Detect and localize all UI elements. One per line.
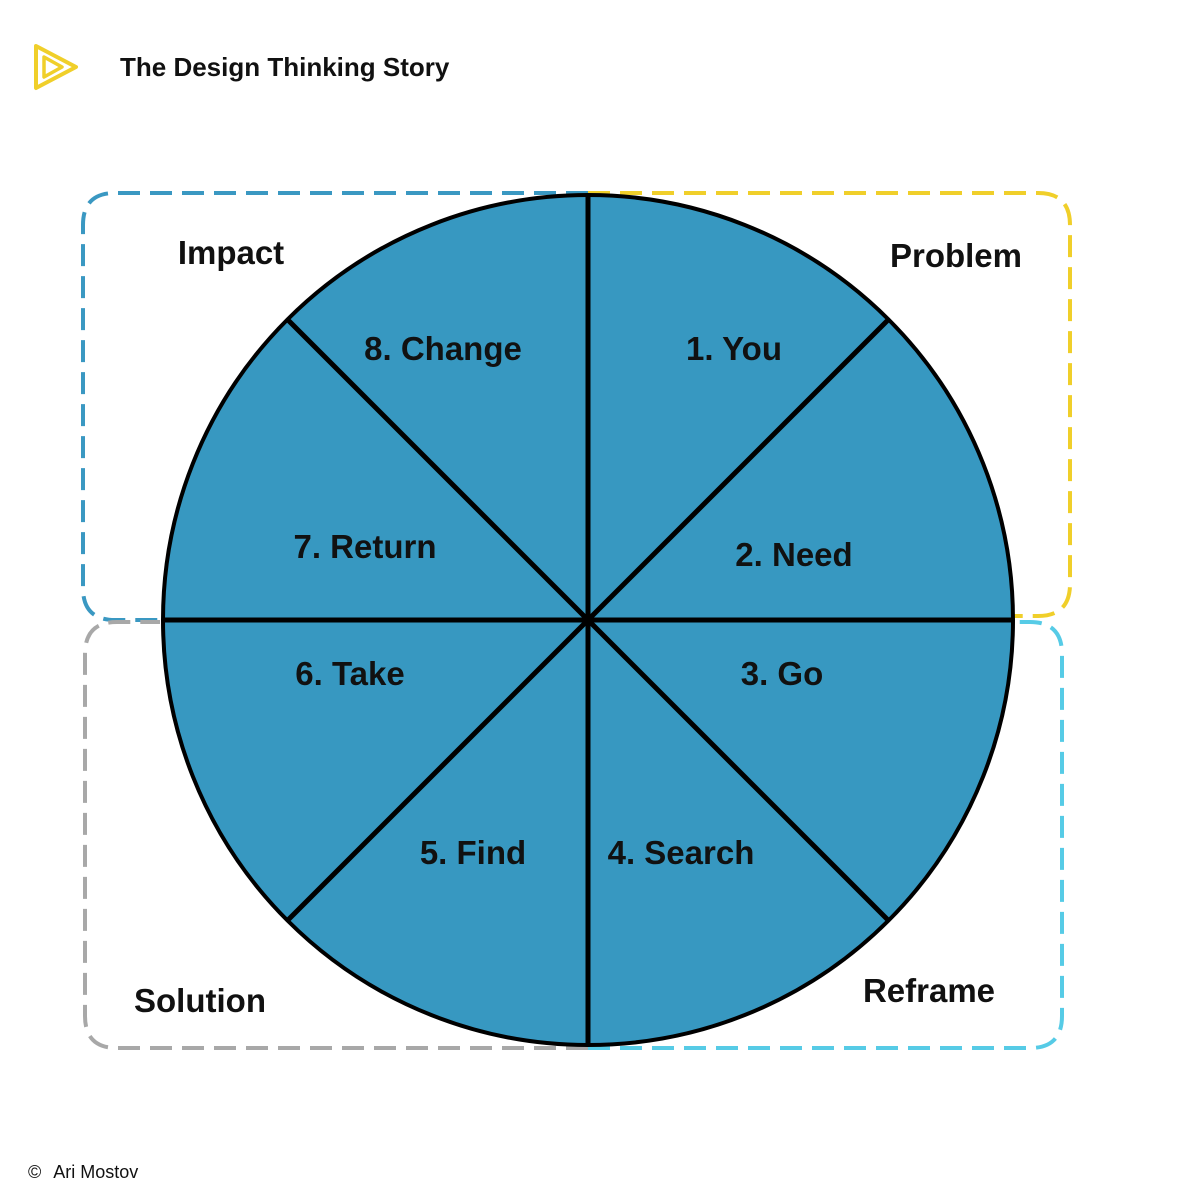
author-name: Ari Mostov (53, 1162, 139, 1182)
quadrant-label-impact: Impact (178, 234, 284, 271)
solution-quadrant-frame (83, 620, 588, 1050)
segment-label-7: 7. Return (293, 528, 436, 565)
segment-label-3: 3. Go (741, 655, 824, 692)
wheel-dividers (163, 195, 1013, 1045)
impact-quadrant-frame (81, 191, 588, 622)
segment-label-2: 2. Need (735, 536, 852, 573)
reframe-quadrant-frame (588, 620, 1064, 1050)
page-title: The Design Thinking Story (120, 52, 450, 82)
quadrant-label-solution: Solution (134, 982, 266, 1019)
play-triangle-logo-icon (34, 44, 78, 90)
segment-label-1: 1. You (686, 330, 782, 367)
quadrant-label-problem: Problem (890, 237, 1022, 274)
segment-label-8: 8. Change (364, 330, 522, 367)
footer-credit: © Ari Mostov (28, 1162, 138, 1183)
quadrant-label-reframe: Reframe (863, 972, 995, 1009)
segment-label-5: 5. Find (420, 834, 526, 871)
copyright-symbol: © (28, 1162, 42, 1182)
problem-quadrant-frame (588, 191, 1072, 618)
segment-label-4: 4. Search (608, 834, 755, 871)
segment-label-6: 6. Take (295, 655, 404, 692)
